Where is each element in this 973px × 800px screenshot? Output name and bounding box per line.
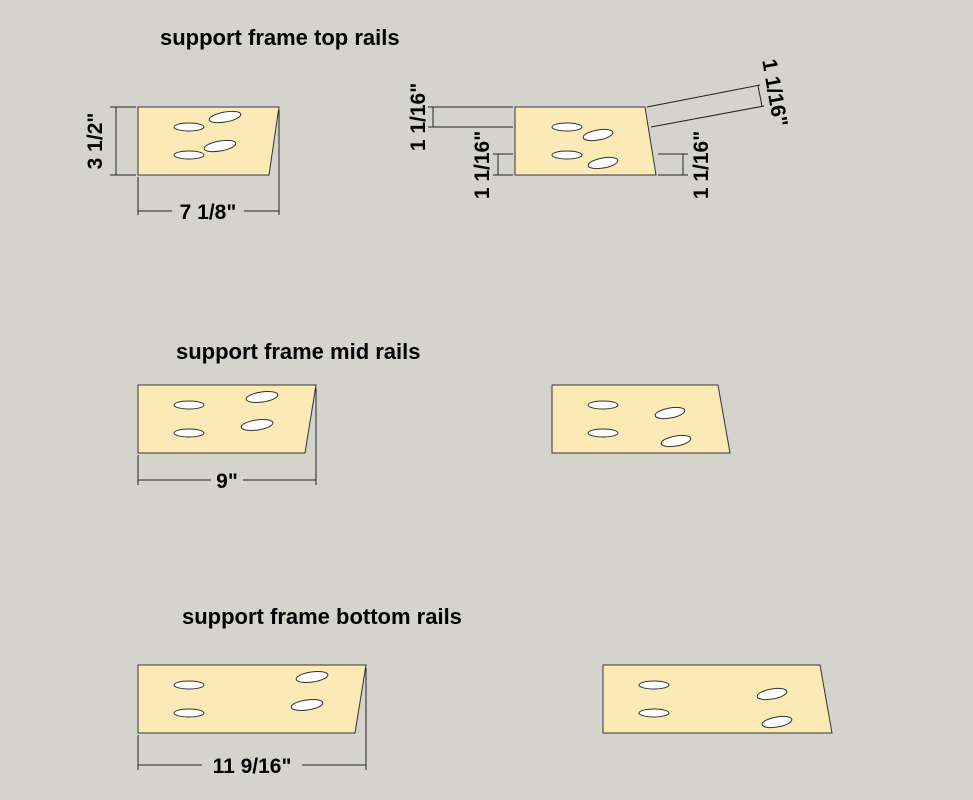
label-mid-length: 9" xyxy=(216,470,238,493)
pocket-hole xyxy=(551,122,583,132)
mid-rail-right xyxy=(551,384,731,454)
board xyxy=(137,664,367,734)
pocket-hole xyxy=(173,680,205,690)
pocket-hole xyxy=(587,400,619,410)
pocket-hole xyxy=(654,406,686,420)
label-top-offset-lower-left: 1 1/16" xyxy=(471,131,494,199)
pocket-hole xyxy=(756,687,788,701)
dim-top-offset-lower-left: 1 1/16" xyxy=(471,131,513,199)
bottom-rail-right xyxy=(602,664,833,734)
pocket-hole xyxy=(660,434,692,448)
pocket-hole xyxy=(295,671,329,683)
dim-top-offset-upper-left: 1 1/16" xyxy=(407,83,513,151)
top-rail-left xyxy=(137,106,280,176)
pocket-hole xyxy=(173,150,205,160)
pocket-hole xyxy=(638,708,670,718)
pocket-hole xyxy=(551,150,583,160)
dim-top-length: 7 1/8" xyxy=(137,110,280,224)
pocket-hole xyxy=(173,708,205,718)
pocket-hole xyxy=(173,122,205,132)
mid-rail-left xyxy=(137,384,317,454)
pocket-hole xyxy=(761,715,793,729)
top-rail-right xyxy=(514,106,657,176)
label-top-offset-upper-left: 1 1/16" xyxy=(407,83,430,151)
pocket-hole xyxy=(582,128,614,142)
board xyxy=(137,106,280,176)
dim-top-offset-lower-right: 1 1/16" xyxy=(658,131,713,199)
label-top-height: 3 1/2" xyxy=(84,113,107,170)
pocket-hole xyxy=(290,699,324,711)
pocket-hole xyxy=(173,428,205,438)
dim-top-offset-angled: 1 1/16" xyxy=(646,57,792,129)
pocket-hole xyxy=(173,400,205,410)
board xyxy=(602,664,833,734)
pocket-hole xyxy=(587,156,619,170)
board xyxy=(137,384,317,454)
pocket-hole xyxy=(245,391,279,403)
label-bottom-length: 11 9/16" xyxy=(213,755,292,778)
title-top-rails: support frame top rails xyxy=(160,25,400,50)
bottom-rail-left xyxy=(137,664,367,734)
dim-bottom-length: 11 9/16" xyxy=(137,668,367,778)
label-top-length: 7 1/8" xyxy=(180,201,237,224)
board xyxy=(551,384,731,454)
pocket-hole xyxy=(240,419,274,431)
title-bottom-rails: support frame bottom rails xyxy=(182,604,462,629)
label-top-offset-angled: 1 1/16" xyxy=(757,57,792,128)
pocket-hole xyxy=(587,428,619,438)
pocket-hole xyxy=(203,139,237,153)
pocket-hole xyxy=(208,110,242,124)
dim-top-height: 3 1/2" xyxy=(84,106,136,176)
pocket-hole xyxy=(638,680,670,690)
label-top-offset-lower-right: 1 1/16" xyxy=(690,131,713,199)
dim-mid-length: 9" xyxy=(137,388,317,493)
title-mid-rails: support frame mid rails xyxy=(176,339,421,364)
board xyxy=(514,106,657,176)
